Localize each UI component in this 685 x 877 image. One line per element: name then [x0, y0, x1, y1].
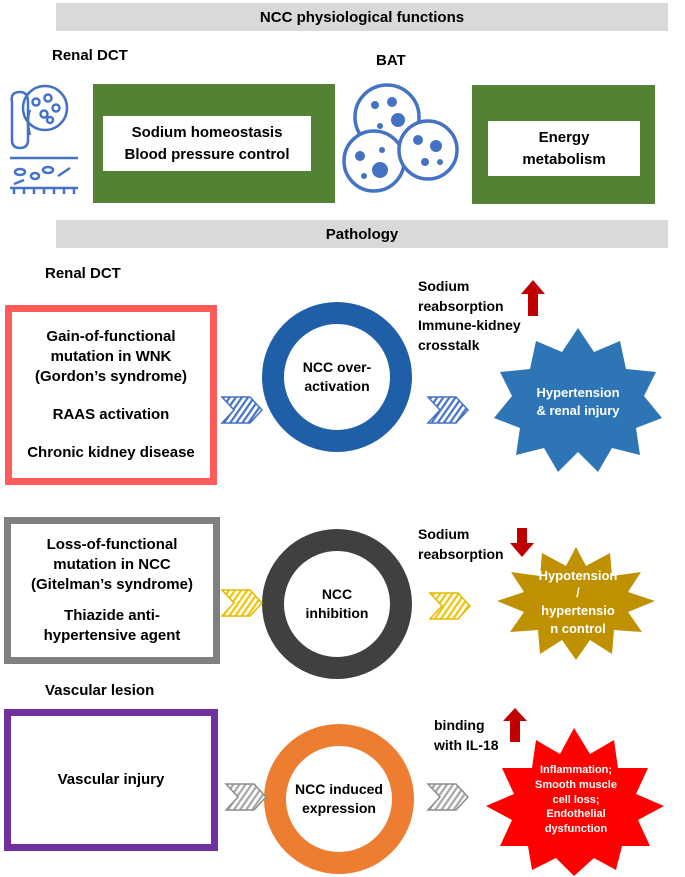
outcome-line: & renal injury — [536, 403, 620, 418]
hypertension-outcome: Hypertension & renal injury — [520, 375, 636, 429]
renal-function-text: Sodium homeostasis Blood pressure contro… — [103, 116, 311, 171]
circle-line: activation — [304, 378, 370, 394]
outcome-line: / — [576, 585, 580, 601]
circle-line: NCC induced — [295, 781, 383, 798]
outcome-line: cell loss; — [552, 793, 600, 806]
ncc-overactivation-text: NCC over- activation — [282, 347, 392, 407]
outcome-line: Endothelial — [546, 808, 606, 821]
striped-chevron-arrow-icon — [220, 589, 264, 617]
row3-notes: binding with IL-18 — [434, 716, 499, 755]
ncc-overactivation-ring — [262, 302, 412, 452]
circle-line: NCC over- — [302, 359, 372, 376]
circle-line: inhibition — [305, 605, 369, 621]
ncc-induced-expression-ring — [264, 724, 414, 874]
note-line: with IL-18 — [434, 736, 499, 753]
pathology-renal-label: Renal DCT — [45, 265, 121, 282]
row2-causes-box: Loss-of-functional mutation in NCC (Gite… — [4, 517, 220, 664]
ncc-induced-expression-text: NCC induced expression — [284, 769, 394, 829]
striped-chevron-arrow-icon — [224, 783, 268, 811]
hypertension-star — [494, 328, 662, 472]
brown-fat-cells-icon — [342, 83, 459, 193]
hypotension-outcome: Hypotension / hypertensio n control — [528, 560, 628, 644]
renal-function-line: Blood pressure control — [124, 145, 290, 163]
kidney-tubule-icon — [10, 84, 78, 194]
row2-notes: Sodium reabsorption — [418, 525, 504, 564]
pathology-vascular-label: Vascular lesion — [45, 682, 155, 699]
decrease-arrow-row2 — [510, 528, 534, 557]
increase-arrow-row1 — [521, 280, 545, 316]
cause-chronic-kidney-disease: Chronic kidney disease — [27, 443, 195, 461]
note-line: Immune-kidney — [418, 317, 521, 334]
outcome-line: Smooth muscle — [535, 778, 617, 791]
physiology-bat-label: BAT — [376, 52, 406, 69]
outcome-line: Hypotension — [538, 567, 618, 583]
note-line: reabsorption — [418, 297, 504, 314]
note-line: Sodium — [418, 278, 470, 294]
outcome-line: hypertensio — [541, 603, 615, 618]
row1-notes: Sodium reabsorption Immune-kidney crosst… — [418, 277, 521, 355]
cause-thiazide: Thiazide anti-hypertensive agent — [43, 606, 181, 644]
hypotension-star — [497, 547, 655, 660]
outcome-line: n control — [550, 620, 606, 636]
striped-chevron-arrow-icon — [428, 592, 472, 620]
bat-function-line: metabolism — [522, 150, 606, 168]
physiology-banner: NCC physiological functions — [56, 3, 668, 31]
row3-causes-box: Vascular injury — [4, 709, 218, 851]
ncc-inhibition-ring — [262, 529, 412, 679]
note-line: reabsorption — [418, 545, 504, 562]
note-line: Sodium — [418, 526, 470, 542]
pathology-banner: Pathology — [56, 220, 668, 248]
outcome-line: Hypertension — [536, 385, 620, 401]
note-line: crosstalk — [418, 336, 480, 353]
bat-function-box: Energy metabolism — [472, 85, 655, 204]
renal-function-line: Sodium homeostasis — [131, 123, 283, 141]
increase-arrow-row3 — [503, 708, 527, 742]
striped-chevron-arrow-icon — [426, 396, 470, 424]
outcome-line: dysfunction — [544, 823, 608, 836]
striped-chevron-arrow-icon — [220, 396, 264, 424]
note-line: binding — [434, 717, 485, 733]
striped-chevron-arrow-icon — [426, 783, 470, 811]
circle-line: expression — [302, 800, 376, 816]
inflammation-star — [486, 728, 664, 876]
cause-gain-of-function: Gain-of-functional mutation in WNK (Gord… — [35, 327, 187, 386]
physiology-renal-label: Renal DCT — [52, 47, 128, 64]
cause-vascular-injury: Vascular injury — [57, 770, 165, 788]
outcome-line: Inflammation; — [539, 763, 613, 776]
bat-function-text: Energy metabolism — [488, 121, 640, 176]
inflammation-outcome: Inflammation; Smooth muscle cell loss; E… — [520, 756, 632, 844]
renal-function-box: Sodium homeostasis Blood pressure contro… — [93, 84, 335, 203]
circle-line: NCC — [321, 586, 353, 603]
cause-raas-activation: RAAS activation — [52, 406, 170, 424]
row1-causes-box: Gain-of-functional mutation in WNK (Gord… — [5, 305, 217, 485]
bat-function-line: Energy — [538, 128, 590, 146]
cause-loss-of-function: Loss-of-functional mutation in NCC (Gite… — [31, 535, 193, 594]
ncc-inhibition-text: NCC inhibition — [282, 574, 392, 634]
